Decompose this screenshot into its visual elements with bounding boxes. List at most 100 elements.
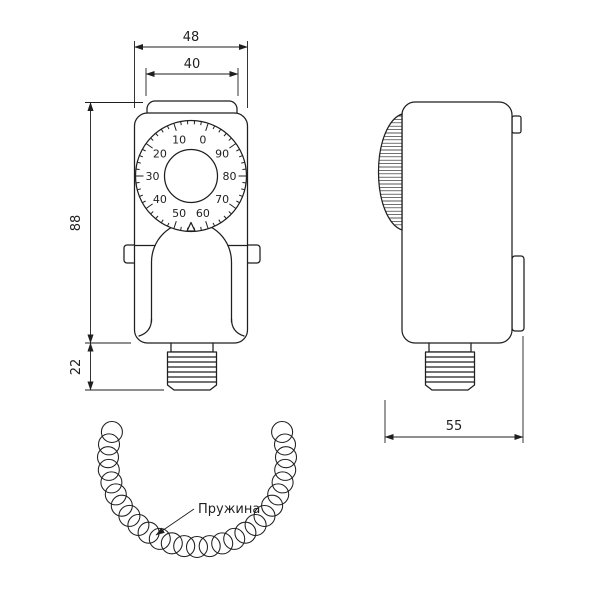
dial-tick	[236, 148, 240, 152]
dial-label: 80	[223, 170, 237, 183]
dial-tick	[200, 121, 202, 126]
dial-tick	[212, 125, 215, 130]
dial-tick	[139, 155, 143, 158]
clamp-flare-right	[230, 318, 245, 337]
dial-tick	[155, 133, 159, 137]
front-stem-thread	[166, 351, 218, 391]
dim-height-stem: 22	[69, 342, 164, 391]
dim-width-inner: 40	[145, 57, 239, 96]
spring-label: Пружина	[198, 502, 260, 517]
spring: Пружина	[96, 420, 298, 559]
spring-coil-loop	[223, 527, 246, 550]
dial-tick	[160, 129, 164, 133]
front-stem-collar	[170, 342, 214, 353]
clamp-flare-left	[138, 318, 153, 337]
dial-tick	[241, 161, 245, 164]
dial-label: 60	[196, 207, 210, 220]
dial-tick	[180, 121, 182, 126]
spring-coil-loop	[118, 504, 141, 527]
dial-tick	[228, 137, 232, 141]
dial-label: 90	[215, 148, 229, 161]
dial-tick	[223, 215, 227, 219]
spring-leader-line	[155, 508, 195, 536]
spring-coil-loop	[261, 494, 284, 517]
dial-tick	[239, 194, 243, 197]
thread-lines-side	[424, 356, 476, 383]
dial-tick	[173, 221, 177, 229]
dim-depth: 55	[384, 336, 524, 443]
side-top-step	[511, 115, 522, 134]
spring-coil-loop	[185, 535, 209, 559]
side-body	[401, 101, 513, 344]
spring-coil-loop	[271, 471, 294, 494]
dimensions: 48 40 88 22 55	[69, 30, 524, 443]
dial-knob	[163, 148, 219, 204]
dim-width-outer-value: 48	[183, 30, 200, 45]
spring-coil-loop	[271, 420, 294, 444]
dim-height-stem-value: 22	[69, 359, 84, 376]
dial-tick	[205, 123, 209, 131]
spring-coil-loop	[96, 446, 120, 469]
dial-tick	[146, 143, 153, 149]
dial-label: 40	[153, 193, 167, 206]
dial-label: 0	[199, 134, 206, 147]
spring-coil-loop	[273, 433, 297, 456]
dim-height-body-value: 88	[69, 215, 84, 232]
spring-coil-loop	[274, 458, 297, 481]
spring-coil-loop	[198, 535, 221, 558]
dial-tick	[180, 226, 182, 231]
dial-tick	[200, 226, 202, 231]
dial-tick	[205, 221, 209, 229]
dim-depth-value: 55	[446, 419, 463, 434]
side-knob-profile	[377, 113, 403, 231]
spring-coil-loop	[148, 527, 171, 550]
dial-pointer-mark	[186, 221, 196, 232]
spring-coil-loop	[100, 420, 123, 444]
dial-tick	[236, 200, 240, 204]
dial-tick	[150, 211, 154, 215]
dial-label: 10	[172, 134, 186, 147]
dial-tick	[142, 200, 146, 204]
dial-tick	[173, 123, 177, 131]
spring-coil-loop	[267, 483, 290, 506]
dial-tick	[239, 155, 243, 158]
dial-tick	[167, 125, 170, 130]
dial-tick	[160, 219, 164, 223]
spring-coil-loop	[100, 471, 123, 494]
side-view	[377, 101, 525, 391]
spring-coil-loop	[97, 458, 120, 481]
spring-coil-loop	[160, 532, 183, 555]
spring-coil-loop	[173, 535, 196, 558]
spring-coil-loop	[104, 483, 127, 506]
dial-tick	[155, 215, 159, 219]
dial-label: 20	[153, 148, 167, 161]
side-stem-thread	[424, 351, 476, 391]
dial-ticks	[135, 120, 247, 232]
side-mount-bracket	[511, 255, 525, 332]
dial-tick	[167, 222, 170, 227]
dial-tick	[229, 203, 236, 209]
dial-tick	[218, 129, 222, 133]
dial-tick	[137, 161, 141, 164]
dial-tick	[223, 133, 227, 137]
thread-lines-front	[166, 356, 218, 383]
dial-tick	[150, 137, 154, 141]
spring-coil-loop	[97, 433, 121, 456]
spring-coils	[96, 420, 298, 559]
dial-tick	[241, 188, 245, 191]
dial-tick	[228, 211, 232, 215]
dial-tick	[212, 222, 215, 227]
dim-width-inner-value: 40	[184, 57, 201, 72]
spring-coil-loop	[244, 513, 267, 537]
dial-tick	[142, 148, 146, 152]
dim-width-outer: 48	[134, 30, 248, 108]
spring-coil-loop	[211, 532, 234, 555]
side-stem-collar	[428, 342, 472, 353]
spring-coil-loop	[274, 446, 298, 469]
dial-tick	[229, 143, 236, 149]
dial-tick	[218, 219, 222, 223]
dial-tick	[146, 203, 153, 209]
